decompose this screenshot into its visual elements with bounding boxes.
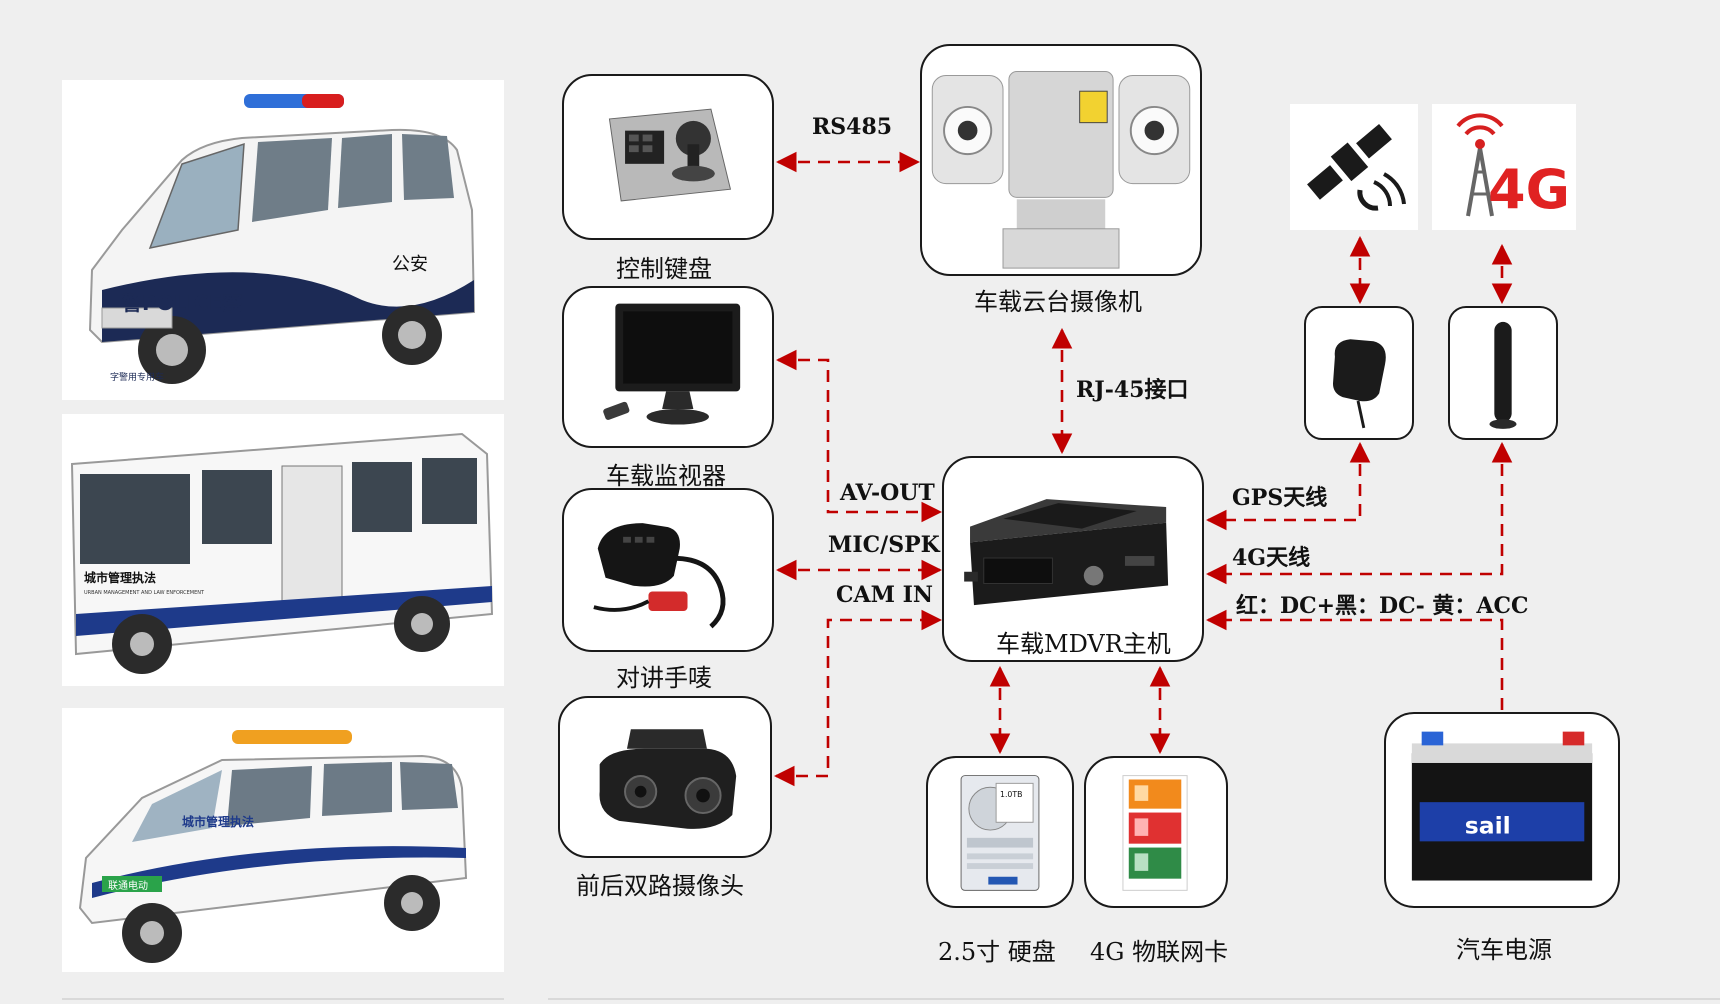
police-van-image: 警POLICE察 公安 字警用专用车: [62, 80, 504, 400]
mic-spk-label: MIC/SPK: [828, 532, 940, 558]
hdd-box: 1.0TB: [926, 756, 1074, 908]
rj45-label: RJ-45接口: [1076, 377, 1189, 403]
gps-antenna-label: GPS天线: [1232, 485, 1328, 511]
4g-tower-tile: 4G: [1432, 104, 1576, 230]
dual-camera-icon: [599, 729, 737, 829]
link-4g-antenna: [1205, 441, 1513, 585]
satellite-icon: [1290, 104, 1418, 230]
monitor-box: [562, 286, 774, 448]
4g-tower-text: 4G: [1488, 158, 1570, 221]
small-van-plate-text: 联通电动: [108, 879, 148, 892]
ptz-camera-label: 车载云台摄像机: [974, 288, 1142, 316]
link-power: [1205, 609, 1504, 710]
dvr-icon: [964, 499, 1169, 606]
monitor-label: 车载监视器: [606, 462, 726, 490]
gps-antenna-icon: [1332, 339, 1386, 429]
sim-box: [1084, 756, 1228, 908]
power-label: 红：DC+黑：DC- 黄：ACC: [1236, 593, 1529, 619]
4g-antenna-icon: [1489, 321, 1517, 429]
small-van-image: 城市管理执法 联通电动: [62, 708, 504, 972]
av-out-label: AV-OUT: [840, 480, 935, 506]
bus-side-text: 城市管理执法: [84, 570, 156, 585]
mdvr-label: 车载MDVR主机: [996, 630, 1171, 658]
sim-card-icon: [1122, 775, 1188, 891]
police-van-side-text: 公安: [392, 254, 428, 275]
battery-box: sail: [1384, 712, 1620, 908]
police-van-plate-text: 字警用专用车: [110, 371, 164, 383]
microphone-icon: [593, 523, 726, 629]
mdvr-box: [942, 456, 1204, 662]
battery-label: 汽车电源: [1456, 936, 1552, 964]
keyboard-box: [562, 74, 774, 240]
keyboard-label: 控制键盘: [616, 255, 712, 283]
ptz-camera-icon: [931, 71, 1191, 269]
monitor-icon: [603, 303, 741, 425]
dual-camera-box: [558, 696, 772, 858]
cam-in-label: CAM IN: [836, 582, 933, 608]
dual-camera-label: 前后双路摄像头: [576, 872, 744, 900]
hdd-label: 2.5寸 硬盘: [938, 938, 1056, 966]
4g-antenna-label: 4G天线: [1232, 545, 1311, 571]
hard-disk-icon: 1.0TB: [960, 775, 1040, 891]
4g-antenna-box: [1448, 306, 1558, 440]
battery-brand-text: sail: [1465, 812, 1511, 840]
police-van-body-text: 警POLICE察: [122, 291, 243, 315]
joystick-keyboard-icon: [608, 108, 732, 202]
bottom-divider-right: [548, 998, 1720, 1000]
bus-sub-text: URBAN MANAGEMENT AND LAW ENFORCEMENT: [84, 590, 205, 596]
link-av-out: [775, 349, 943, 523]
ptz-camera-box: [920, 44, 1202, 276]
handset-box: [562, 488, 774, 652]
bottom-divider-left: [62, 998, 504, 1000]
handset-label: 对讲手唛: [616, 664, 712, 692]
hdd-sticker-text: 1.0TB: [1000, 790, 1022, 799]
small-van-side-text: 城市管理执法: [182, 814, 254, 829]
link-cam-in: [773, 609, 943, 787]
rs485-label: RS485: [812, 114, 893, 140]
4g-tower-icon: 4G: [1432, 104, 1576, 230]
battery-icon: sail: [1411, 731, 1593, 881]
gps-antenna-box: [1304, 306, 1414, 440]
sim-label: 4G 物联网卡: [1090, 938, 1229, 966]
enforcement-bus-image: 城市管理执法 URBAN MANAGEMENT AND LAW ENFORCEM…: [62, 414, 504, 686]
satellite-tile: [1290, 104, 1418, 230]
